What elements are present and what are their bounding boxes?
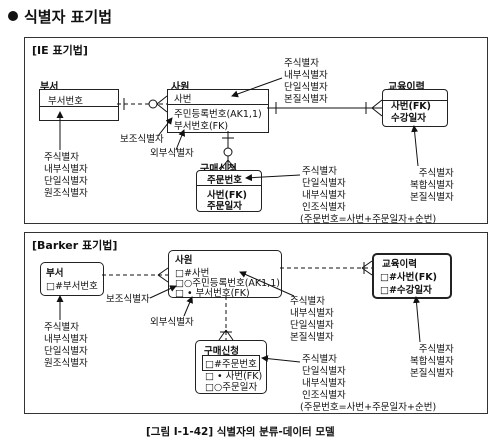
ie-ext-arrow: [175, 129, 186, 151]
barker-emp-attr-2: □○주민등록번호(AK1,1): [175, 278, 280, 289]
ie-edu-key-2: 수강일자: [391, 113, 426, 124]
bullet-icon: [8, 11, 18, 21]
barker-order-name: 구매신청: [204, 346, 239, 357]
ie-emp-entity: 사번 주민등록번호(AK1,1) 부서번호(FK): [167, 89, 269, 133]
ie-order-attr-2: 주문일자: [207, 201, 242, 212]
ie-title: [IE 표기법]: [32, 44, 88, 57]
barker-dept-attr: □#부서번호: [46, 281, 98, 292]
barker-edu-note-arrow: [413, 296, 421, 343]
ie-sub-arrow: [157, 117, 173, 137]
barker-emp-entity: 사원 □#사번 □○주민등록번호(AK1,1) □ • 부서번호(FK): [168, 250, 282, 299]
ie-emp-attr-2: 부서번호(FK): [174, 121, 229, 132]
barker-edu-attr-1: □#사번(FK): [380, 272, 437, 283]
ie-edu-note-arrow: [411, 125, 419, 167]
section-heading: 식별자 표기법: [8, 6, 112, 27]
barker-edu-attr-2: □#수강일자: [380, 285, 432, 296]
ie-emp-attr-1: 주민등록번호(AK1,1): [174, 109, 262, 120]
ie-order-note-arrow: [245, 174, 301, 182]
ie-optional-circle: [148, 99, 158, 109]
barker-emp-attr-1: □#사번: [175, 268, 210, 279]
ie-order-name: 구매신청: [200, 160, 237, 175]
barker-order-attr-1: □#주문번호: [202, 355, 260, 371]
ie-edu-entity: 사번(FK) 수강일자: [382, 89, 448, 127]
ie-order-attr-1: 사번(FK): [207, 190, 248, 201]
barker-dept-entity: 부서 □#부서번호: [40, 262, 104, 296]
barker-order-note-arrow: [261, 355, 301, 363]
barker-edu-entity: 교육이력 □#사번(FK) □#수강일자: [372, 253, 452, 299]
ie-order-key: 주문번호: [207, 175, 242, 186]
barker-title: [Barker 표기법]: [32, 239, 118, 252]
ie-emp-name: 사원: [171, 82, 190, 93]
ie-dept-name: 부서: [40, 82, 59, 93]
barker-panel: [24, 232, 488, 414]
ie-dept-attr: 부서번호: [48, 96, 83, 107]
ie-sub-label: 보조식별자: [120, 134, 164, 145]
barker-emp-attr-3: □ • 부서번호(FK): [175, 288, 250, 299]
ie-emp-key: 사번: [174, 94, 192, 105]
ie-panel: [24, 37, 488, 224]
ie-dept-entity: 부서번호: [39, 89, 119, 121]
barker-order-attr-2: □ • 사번(FK): [205, 371, 263, 382]
figure-caption: [그림 Ⅰ-1-42] 식별자의 분류-데이터 모델: [146, 426, 335, 438]
ie-emp-note-arrow: [231, 77, 283, 98]
barker-ext-label: 외부식별자: [150, 317, 194, 328]
ie-edu-name: 교육이력: [388, 82, 425, 93]
ie-ext-label: 외부식별자: [150, 148, 194, 159]
barker-edu-name: 교육이력: [382, 259, 417, 270]
barker-ext-arrow: [183, 296, 193, 317]
barker-dept-name: 부서: [46, 268, 64, 279]
barker-order-attr-3: □○주문일자: [205, 382, 258, 393]
ie-edu-key-1: 사번(FK): [391, 101, 432, 112]
barker-order-entity: 구매신청 □#주문번호 □ • 사번(FK) □○주문일자: [195, 340, 267, 394]
barker-sub-arrow: [149, 285, 177, 299]
barker-emp-name: 사원: [175, 255, 193, 266]
barker-sub-label: 보조식별자: [106, 294, 150, 305]
heading-text: 식별자 표기법: [24, 8, 113, 26]
barker-emp-note-arrow: [239, 271, 295, 297]
